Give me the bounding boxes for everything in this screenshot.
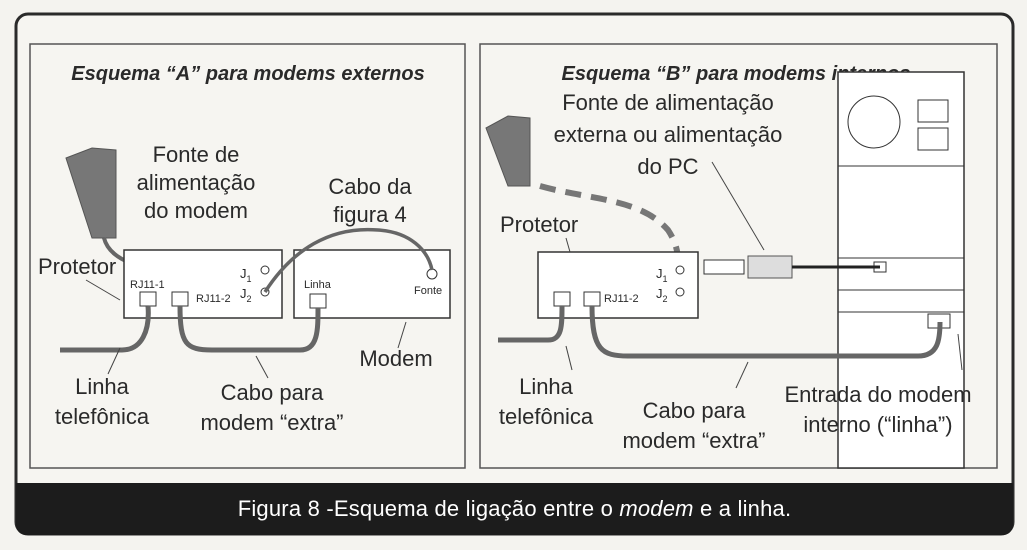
extra-cable-pointer: [735, 361, 749, 389]
extra-cable-pointer: [255, 355, 269, 379]
phone-line-cable: [60, 305, 151, 353]
pc-fan-icon: [847, 95, 901, 149]
modem-fonte-label: Fonte: [414, 285, 442, 297]
power-label-pointer: [711, 161, 765, 251]
j2-connector-icon: [675, 287, 685, 297]
protector-pointer: [85, 279, 121, 301]
rj11-1-label: RJ11-1: [130, 279, 165, 291]
power-label-line-1: Fonte de alimentação: [562, 90, 774, 115]
rj11-2-jack: [171, 291, 189, 307]
phone-line-label-line-1: Linha: [75, 374, 130, 399]
modem-pointer: [397, 321, 407, 349]
modem-input-label-line-2: interno (“linha”): [803, 412, 952, 437]
cable-fig4: [263, 227, 434, 293]
phone-line-label-line-1: Linha: [519, 374, 574, 399]
extra-cable-label-line-1: Cabo para: [643, 398, 747, 423]
panel-a-border: [29, 43, 466, 469]
protector-pointer: [565, 237, 571, 253]
cable-fig4-label-line-1: Cabo da: [328, 174, 412, 199]
power-label-line-3: do modem: [144, 198, 248, 223]
extra-cable-label-line-2: modem “extra”: [622, 428, 765, 453]
rj11-1-jack: [139, 291, 157, 307]
modem-linha-label: Linha: [304, 279, 332, 291]
extra-modem-cable: [177, 305, 321, 353]
j1-label: J1: [656, 266, 668, 284]
phone-line-pointer: [107, 347, 121, 375]
phone-line-label-line-2: telefônica: [55, 404, 150, 429]
j1-connector-icon: [260, 265, 270, 275]
phone-line-pointer: [565, 345, 573, 371]
panel-b-border: [479, 43, 998, 469]
caption-bar: Figura 8 -Esquema de ligação entre o mod…: [16, 483, 1013, 535]
rj11-2-label: RJ11-2: [196, 293, 231, 305]
power-label-line-3: do PC: [637, 154, 698, 179]
rj11-2-label: RJ11-2: [604, 293, 639, 305]
rj11-1-jack: [553, 291, 571, 307]
power-plug-icon: [703, 259, 745, 275]
power-label-line-2: externa ou alimentação: [554, 122, 783, 147]
caption-suffix: e a linha.: [700, 496, 792, 521]
figure-caption: Figura 8 -Esquema de ligação entre o mod…: [238, 496, 792, 522]
modem-label: Modem: [359, 346, 432, 371]
power-supply-icon: [65, 147, 117, 239]
panel-a-title: Esquema “A” para modems externos: [71, 63, 424, 85]
caption-emphasis: modem: [619, 496, 694, 521]
protector-box: [537, 251, 699, 319]
j1-label: J1: [240, 266, 252, 284]
power-supply-icon: [485, 115, 531, 187]
phone-line-label-line-2: telefônica: [499, 404, 594, 429]
j2-label: J2: [240, 286, 252, 304]
phone-line-cable: [498, 305, 565, 343]
power-plug-sleeve: [747, 255, 793, 279]
panel-b-title: Esquema “B” para modems internos: [562, 63, 911, 85]
pc-vent-icon: [917, 99, 949, 123]
cable-fig4-label-line-2: figura 4: [333, 202, 406, 227]
j2-label: J2: [656, 286, 668, 304]
pc-vent-icon: [917, 127, 949, 151]
protector-label: Protetor: [500, 212, 578, 237]
modem-input-label-line-1: Entrada do modem: [784, 382, 971, 407]
power-cable-dashed: [539, 183, 681, 263]
modem-input-pointer: [957, 333, 963, 371]
power-label-line-1: Fonte de: [153, 142, 240, 167]
modem-fonte-connector-icon: [426, 268, 438, 280]
extra-modem-cable: [589, 305, 943, 359]
power-label-line-2: alimentação: [137, 170, 256, 195]
rj11-2-jack: [583, 291, 601, 307]
j1-connector-icon: [675, 265, 685, 275]
protector-label: Protetor: [38, 254, 116, 279]
caption-prefix: Figura 8 -Esquema de ligação entre o: [237, 496, 614, 521]
extra-cable-label-line-2: modem “extra”: [200, 410, 343, 435]
extra-cable-label-line-1: Cabo para: [221, 380, 325, 405]
modem-linha-jack: [309, 293, 327, 309]
panel-a: Esquema “A” para modems externos Fonte d…: [29, 43, 466, 469]
panel-b: Esquema “B” para modems internos Fonte d…: [479, 43, 998, 469]
